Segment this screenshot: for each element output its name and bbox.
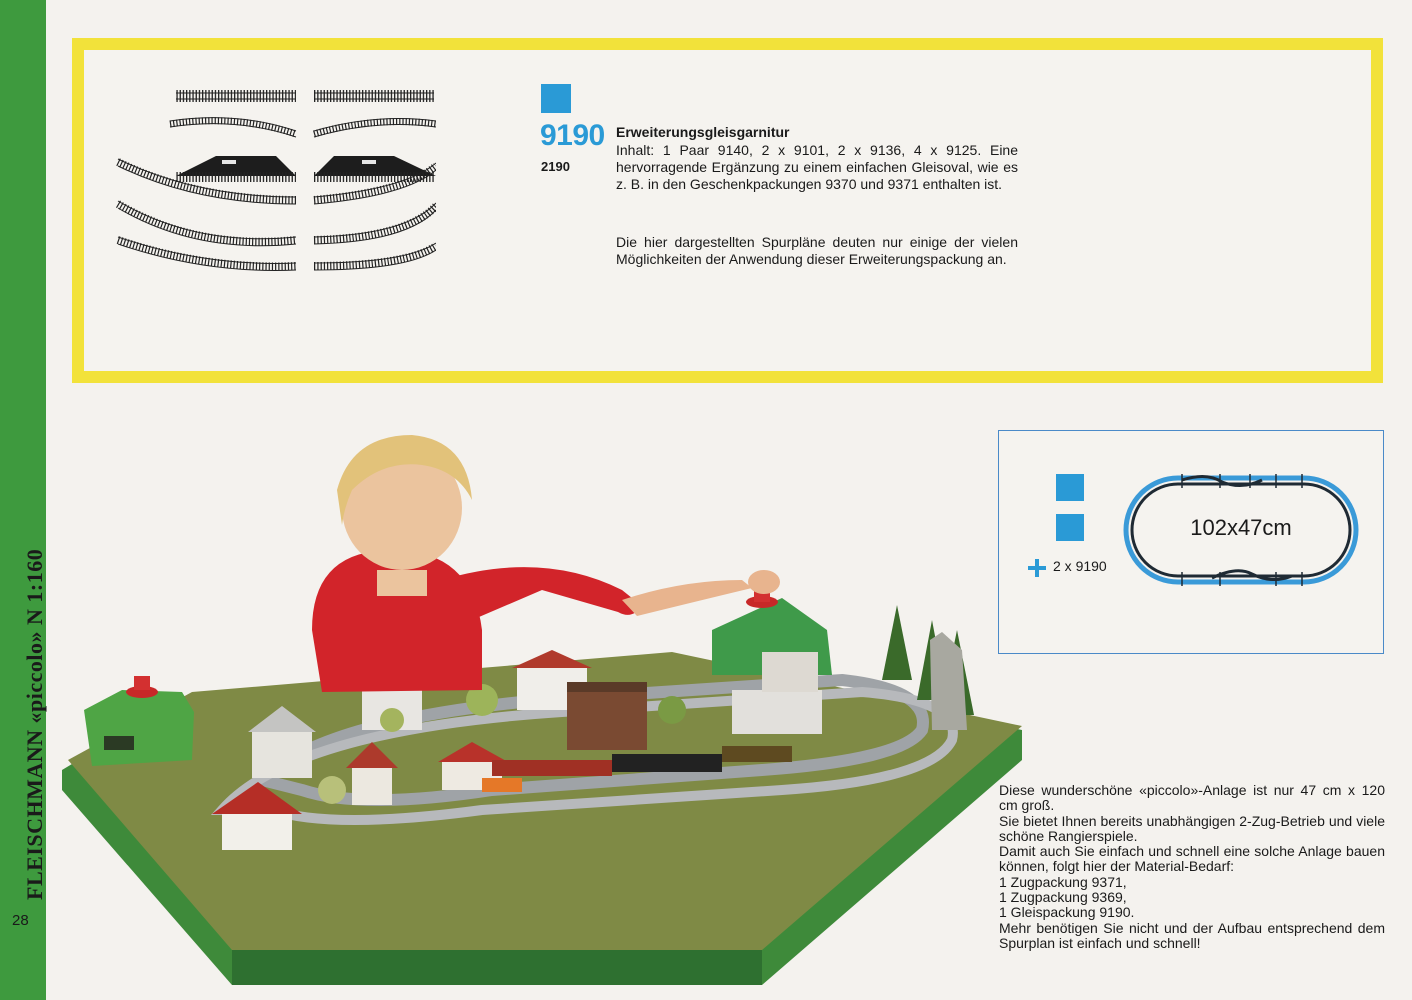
sidebar-green-bar: [0, 0, 46, 1000]
layout-photo-illustration: [62, 435, 1022, 985]
plus-icon: [1028, 559, 1046, 577]
body-paragraph: Diese wunderschöne «piccolo»-Anlage ist …: [999, 782, 1385, 814]
body-list-item: 1 Zugpackung 9369,: [999, 889, 1127, 906]
body-list-item: 1 Zugpackung 9371,: [999, 873, 1127, 890]
body-text: Diese wunderschöne «piccolo»-Anlage ist …: [999, 782, 1385, 951]
track-plan-dimensions: 102x47cm: [1190, 515, 1292, 540]
body-paragraph: Damit auch Sie einfach und schnell eine …: [999, 843, 1385, 875]
brand-vertical: FLEISCHMANN «piccolo» N 1:160: [8, 520, 47, 900]
track-plan-oval-diagram: [1123, 474, 1359, 586]
straight-track-icon: [176, 90, 434, 102]
product-subnumber: 2190: [541, 159, 570, 174]
track-plan-marker-square: [1056, 474, 1084, 501]
page-number: 28: [12, 912, 29, 929]
turnout-icon: [176, 156, 436, 182]
product-description: Inhalt: 1 Paar 9140, 2 x 9101, 2 x 9136,…: [616, 142, 1018, 192]
product-marker-square: [541, 84, 571, 113]
track-plan-extra: 2 x 9190: [1053, 558, 1107, 574]
product-title: Erweiterungsgleisgarnitur: [616, 124, 790, 140]
track-plan-marker-square: [1056, 514, 1084, 541]
body-paragraph: Mehr benötigen Sie nicht und der Aufbau …: [999, 919, 1385, 951]
brand-title: FLEISCHMANN «piccolo» N 1:160: [22, 548, 47, 900]
body-paragraph: Sie bietet Ihnen bereits unabhängigen 2-…: [999, 812, 1385, 844]
product-note: Die hier dargestellten Spurpläne deuten …: [616, 234, 1018, 267]
body-list-item: 1 Gleispackung 9190.: [999, 904, 1135, 921]
track-plan-box: [998, 430, 1384, 654]
track-pieces-illustration: [115, 90, 436, 271]
product-number: 9190: [540, 119, 605, 152]
